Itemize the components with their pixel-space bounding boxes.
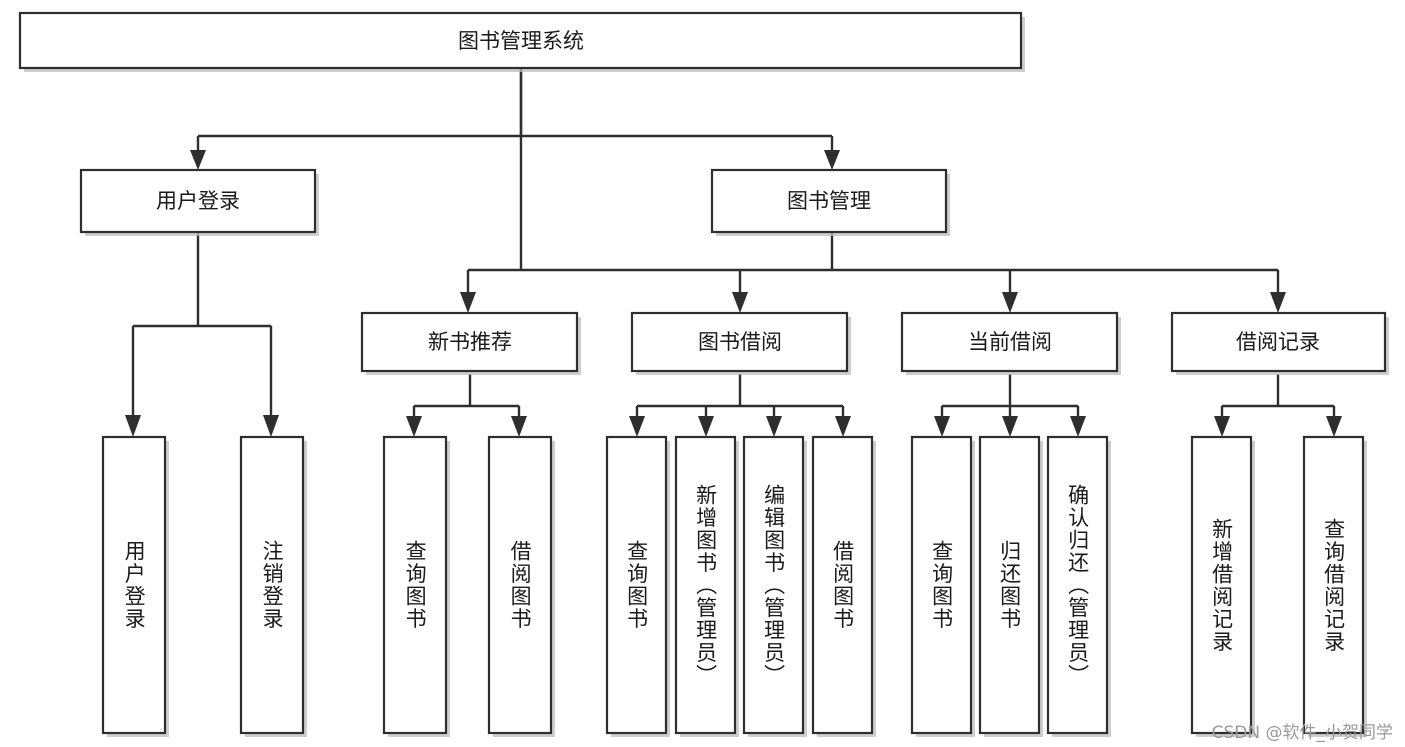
- node-user-login[interactable]: [79, 168, 317, 234]
- leaf-query-book-newbook[interactable]: [382, 435, 448, 735]
- leaf-edit-book-admin[interactable]: [742, 435, 805, 735]
- csdn-watermark: CSDN @软件_小贺同学: [1211, 723, 1393, 743]
- box-layer: [18, 11, 1389, 737]
- leaf-query-book-current[interactable]: [910, 435, 973, 735]
- arrow-newbook-l2: [511, 416, 527, 437]
- leaf-query-book-borrow[interactable]: [605, 435, 668, 735]
- arrow-bm-c4: [1270, 292, 1286, 313]
- node-book-manage[interactable]: [710, 168, 948, 234]
- node-borrow-record-label: 借阅记录: [1236, 330, 1320, 354]
- node-book-manage-label: 图书管理: [787, 189, 871, 213]
- arrow-newbook-l1: [406, 416, 422, 437]
- arrow-record-l1: [1214, 416, 1230, 437]
- root-node-box[interactable]: [18, 11, 1023, 70]
- leaf-confirm-return-admin[interactable]: [1046, 435, 1109, 735]
- arrow-record-l2: [1326, 416, 1342, 437]
- arrow-current-l2: [1002, 416, 1018, 437]
- root-node-label: 图书管理系统: [458, 29, 584, 53]
- leaf-add-borrow-record[interactable]: [1190, 435, 1253, 735]
- leaf-return-book[interactable]: [978, 435, 1041, 735]
- leaf-query-borrow-record[interactable]: [1302, 435, 1365, 735]
- arrow-userlogin-leaf1: [125, 415, 141, 437]
- node-borrow-record[interactable]: [1170, 311, 1387, 373]
- arrow-bm-c1: [460, 292, 476, 313]
- edge-layer: [125, 60, 1342, 437]
- node-current-borrow-label: 当前借阅: [968, 330, 1052, 354]
- label-layer: 图书管理系统 用户登录 图书管理 新书推荐 图书借阅 当前借阅 借阅记录: [156, 29, 1320, 354]
- arrow-borrow-l1: [629, 416, 645, 437]
- arrow-root-to-user-login: [190, 150, 206, 170]
- arrow-current-l3: [1070, 416, 1086, 437]
- leaf-borrow-book-newbook[interactable]: [487, 435, 553, 735]
- arrow-borrow-l3: [766, 416, 782, 437]
- arrow-current-l1: [934, 416, 950, 437]
- leaf-add-book-admin[interactable]: [674, 435, 737, 735]
- leaf-borrow-book[interactable]: [811, 435, 874, 735]
- arrow-bm-c3: [1002, 292, 1018, 313]
- arrow-root-to-book-manage: [824, 150, 840, 170]
- node-current-borrow[interactable]: [900, 311, 1119, 373]
- leaf-logout-login[interactable]: [239, 435, 305, 735]
- node-new-book-label: 新书推荐: [428, 330, 512, 354]
- node-new-book-recommend[interactable]: [360, 311, 579, 373]
- arrow-bm-c2: [732, 292, 748, 313]
- node-user-login-label: 用户登录: [156, 189, 240, 213]
- leaf-user-login[interactable]: [101, 435, 167, 735]
- node-book-borrow-label: 图书借阅: [698, 330, 782, 354]
- arrow-userlogin-leaf2: [263, 415, 279, 437]
- node-book-borrow[interactable]: [630, 311, 849, 373]
- arrow-borrow-l2: [698, 416, 714, 437]
- arrow-borrow-l4: [835, 416, 851, 437]
